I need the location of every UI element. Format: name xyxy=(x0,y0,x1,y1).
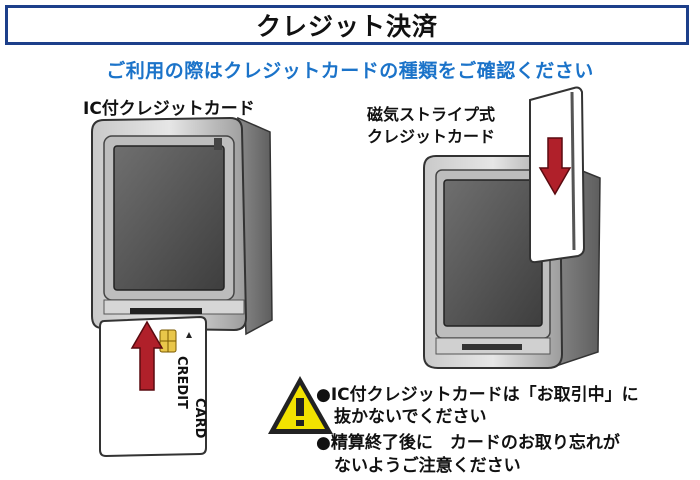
insert-arrow-icon xyxy=(130,320,164,391)
instruction-text: ご利用の際はクレジットカードの種類をご確認ください xyxy=(106,60,594,82)
magstripe-credit-card xyxy=(529,86,586,264)
card-text-credit: CREDIT xyxy=(174,356,189,409)
magstripe-label-line2: クレジットカード xyxy=(367,127,496,146)
ic-credit-card: CREDIT CARD xyxy=(99,315,207,458)
warning-2-line2: ないようご注意ください xyxy=(334,456,521,476)
magstripe-card-reader xyxy=(423,155,601,369)
warning-1-line2: 抜かないでください xyxy=(334,407,487,427)
warning-2-line1: ●精算終了後に カードのお取り忘れが xyxy=(316,433,620,453)
warning-1-line1: ●IC付クレジットカードは「お取引中」に xyxy=(316,385,639,405)
ic-card-reader xyxy=(91,116,273,336)
swipe-arrow-icon xyxy=(538,137,572,196)
card-text-card: CARD xyxy=(192,398,207,439)
warning-triangle-icon xyxy=(268,376,333,434)
ic-card-label: IC付クレジットカード xyxy=(83,99,255,119)
page-title: クレジット決済 xyxy=(255,12,438,41)
magstripe-card-label: 磁気ストライプ式 クレジットカード xyxy=(367,104,495,148)
magstripe-label-line1: 磁気ストライプ式 xyxy=(367,105,496,124)
insert-direction-icon xyxy=(186,332,192,338)
title-banner: クレジット決済 xyxy=(5,5,689,45)
